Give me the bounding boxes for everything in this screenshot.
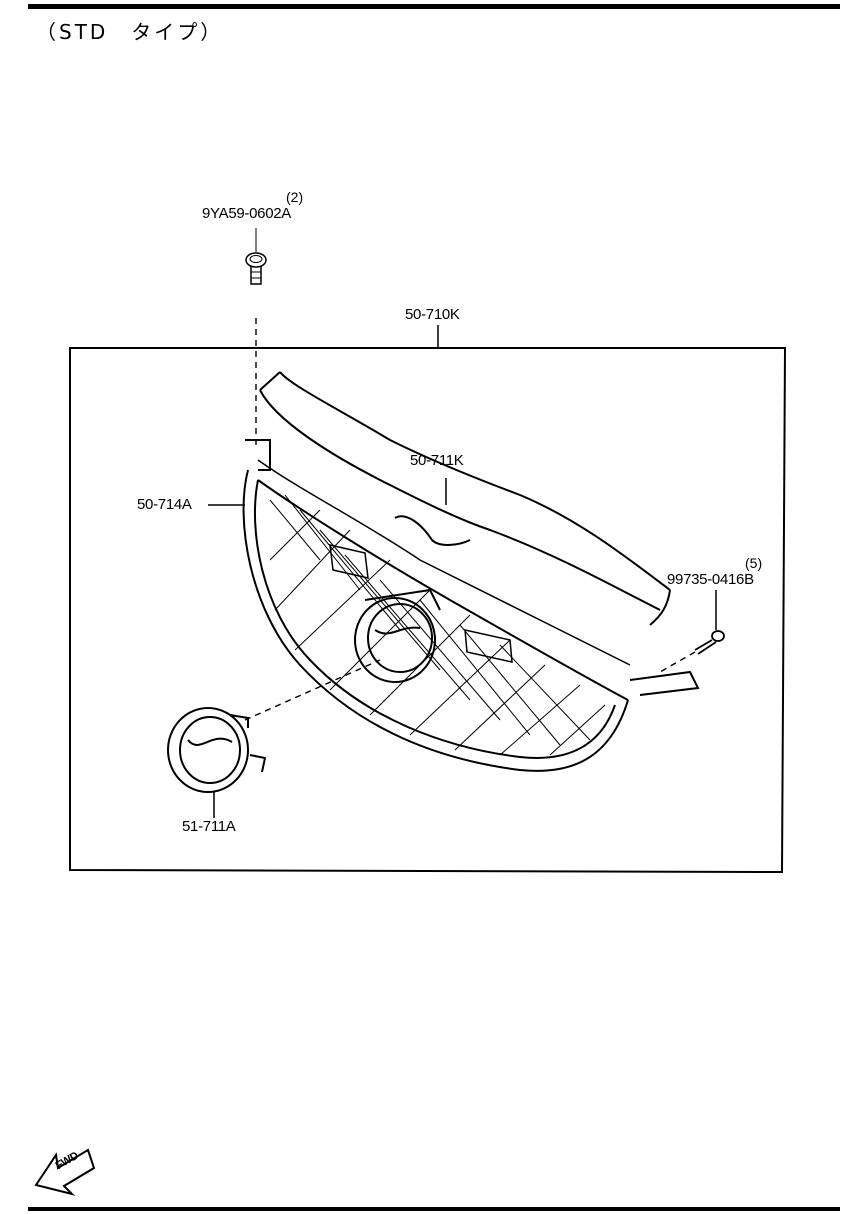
screw-dashed-guide	[659, 651, 696, 673]
grille-tab-icons	[329, 544, 513, 663]
top-border-rule	[28, 4, 840, 9]
emblem-mount-shape	[354, 588, 441, 683]
clip-icon	[245, 252, 267, 285]
assembly-part-number[interactable]: 50-710K	[405, 306, 460, 323]
emblem-part-number[interactable]: 51-711A	[182, 818, 236, 835]
screw-part-number[interactable]: 99735-0416B	[667, 571, 754, 588]
clip-qty: (2)	[286, 189, 304, 205]
mesh-pattern	[269, 494, 606, 756]
screw-qty: (5)	[745, 555, 763, 571]
emblem-dashed-guide	[244, 659, 381, 721]
grille-panel-shape	[245, 371, 700, 696]
grille-panel-part-number[interactable]: 50-711K	[410, 452, 464, 469]
clip-part-number[interactable]: 9YA59-0602A	[202, 205, 291, 222]
mesh-grille-shape	[242, 469, 629, 772]
emblem-icon	[167, 707, 267, 793]
assembly-frame	[69, 347, 787, 874]
bottom-border-rule	[28, 1207, 840, 1211]
screw-icon	[694, 630, 725, 655]
forward-direction-icon	[34, 1148, 96, 1196]
variant-title: （STD タイプ）	[36, 20, 224, 44]
mesh-grille-part-number[interactable]: 50-714A	[137, 496, 192, 513]
